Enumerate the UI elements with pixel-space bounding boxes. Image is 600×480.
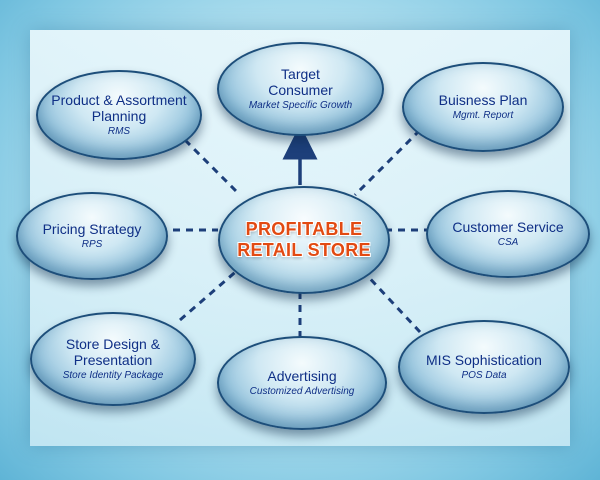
node-target-title-line2: Consumer [268,82,333,98]
node-customer-subtitle: CSA [497,237,519,248]
node-product-title-line2: Planning [91,108,147,124]
connector-product [183,138,242,197]
connector-business [353,128,422,197]
node-profitable-retail-store: PROFITABLE RETAIL STORE [218,186,390,294]
node-target-title-line1: Target [281,66,320,82]
node-pricing-subtitle: RPS [81,239,103,250]
node-product-title-line1: Product & Assortment [51,92,187,108]
node-target-subtitle: Market Specific Growth [248,100,353,111]
node-business-subtitle: Mgmt. Report [452,110,514,121]
node-store-title-line2: Presentation [73,352,153,368]
node-business-plan: Buisness Plan Mgmt. Report [402,62,564,152]
node-pricing-strategy: Pricing Strategy RPS [16,192,168,280]
node-advertising: Advertising Customized Advertising [217,336,387,430]
node-mis-title: MIS Sophistication [426,352,542,368]
node-store-design: Store Design & Presentation Store Identi… [30,312,196,406]
node-customer-title: Customer Service [452,219,564,235]
node-target-consumer: Target Consumer Market Specific Growth [217,42,384,136]
node-pricing-title: Pricing Strategy [42,221,142,237]
node-store-subtitle: Store Identity Package [62,370,164,381]
node-advertising-subtitle: Customized Advertising [249,386,355,397]
node-business-title: Buisness Plan [438,92,528,108]
node-store-title-line1: Store Design & [65,336,161,352]
node-product-assortment: Product & Assortment Planning RMS [36,70,202,160]
node-customer-service: Customer Service CSA [426,190,590,278]
node-advertising-title: Advertising [267,368,337,384]
node-mis-sophistication: MIS Sophistication POS Data [398,320,570,414]
connector-mis [360,268,422,334]
center-title-line2: RETAIL STORE [237,240,371,260]
connector-store [179,266,241,322]
node-mis-subtitle: POS Data [461,370,507,381]
center-title-line1: PROFITABLE [245,219,363,239]
node-product-subtitle: RMS [107,126,131,137]
